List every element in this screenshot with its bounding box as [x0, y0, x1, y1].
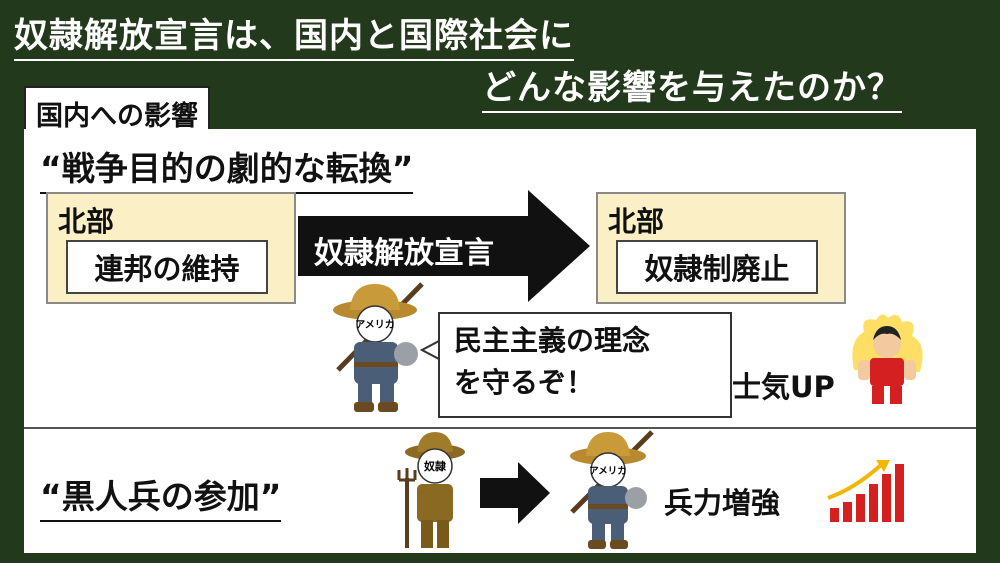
north-after-box: 北部 奴隷制廃止	[596, 192, 846, 304]
slave-badge-label: 奴隷	[423, 459, 447, 473]
union-soldier-illustration-2: アメリカ	[570, 430, 654, 549]
enslaved-man-illustration: 奴隷	[397, 432, 465, 548]
speech-line-2: を守るぞ！	[454, 366, 595, 399]
morale-up-label: 士気UP	[732, 370, 835, 404]
section1-heading: “戦争目的の劇的な転換”	[40, 142, 414, 194]
growth-chart-icon	[827, 460, 904, 522]
section-divider	[24, 427, 976, 429]
speech-line-1: 民主主義の理念	[454, 324, 651, 357]
union-soldier-illustration: アメリカ	[333, 282, 424, 412]
north-region-label: 北部	[608, 205, 665, 238]
title-line-2: どんな影響を与えたのか？	[482, 60, 902, 113]
title-line-1: 奴隷解放宣言は、国内と国際社会に	[14, 8, 574, 61]
soldier-badge-america: アメリカ	[355, 319, 395, 331]
transition-arrow	[480, 462, 550, 524]
goal-union-preservation: 連邦の維持	[66, 240, 268, 294]
troop-increase-label: 兵力増強	[664, 486, 781, 520]
emancipation-arrow-label: 奴隷解放宣言	[314, 236, 494, 271]
goal-abolish-slavery: 奴隷制廃止	[616, 240, 818, 294]
tab-domestic-impact: 国内への影響	[24, 86, 210, 137]
section2-heading: “黒人兵の参加”	[40, 470, 282, 522]
fired-up-man-illustration	[852, 314, 923, 404]
north-region-label: 北部	[58, 205, 115, 238]
speech-bubble: 民主主義の理念 を守るぞ！	[438, 312, 732, 418]
north-before-box: 北部 連邦の維持	[46, 192, 296, 304]
emancipation-arrow	[298, 190, 590, 302]
soldier-badge-america-2: アメリカ	[589, 466, 627, 477]
